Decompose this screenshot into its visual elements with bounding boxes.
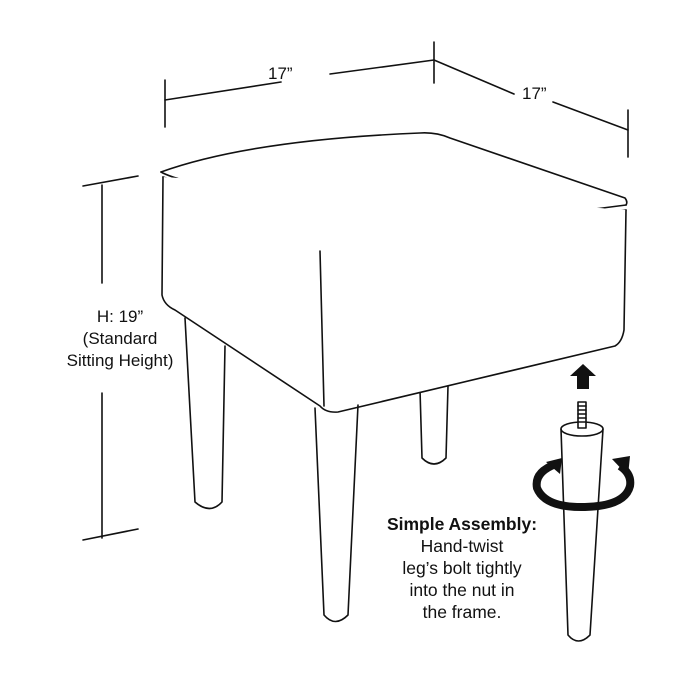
twist-rotation-icon	[532, 456, 635, 512]
threaded-bolt-icon	[577, 401, 587, 429]
front-left-leg	[314, 404, 359, 623]
assembly-line-4: the frame.	[422, 602, 502, 622]
cushion	[160, 132, 628, 413]
height-dimension-line	[82, 175, 139, 541]
back-left-leg	[184, 317, 226, 510]
width-dimension-line	[164, 41, 435, 128]
assembly-title: Simple Assembly:	[386, 514, 538, 534]
height-dimension-block: H: 19” (Standard Sitting Height)	[36, 306, 204, 372]
back-right-leg	[419, 385, 449, 465]
height-note-line-2: Sitting Height)	[66, 351, 174, 370]
depth-dimension-label: 17”	[522, 84, 547, 103]
width-dimension-label: 17”	[268, 64, 293, 83]
height-note-line-1: (Standard	[82, 329, 158, 348]
detached-leg	[560, 421, 604, 642]
depth-dimension-line	[433, 59, 629, 158]
height-label: H: 19”	[96, 307, 144, 326]
assembly-instructions: Simple Assembly: Hand-twist leg’s bolt t…	[362, 513, 562, 623]
assembly-line-2: leg’s bolt tightly	[402, 558, 522, 578]
assembly-line-3: into the nut in	[409, 580, 515, 600]
assembly-line-1: Hand-twist	[420, 536, 504, 556]
up-arrow-icon	[570, 364, 596, 389]
